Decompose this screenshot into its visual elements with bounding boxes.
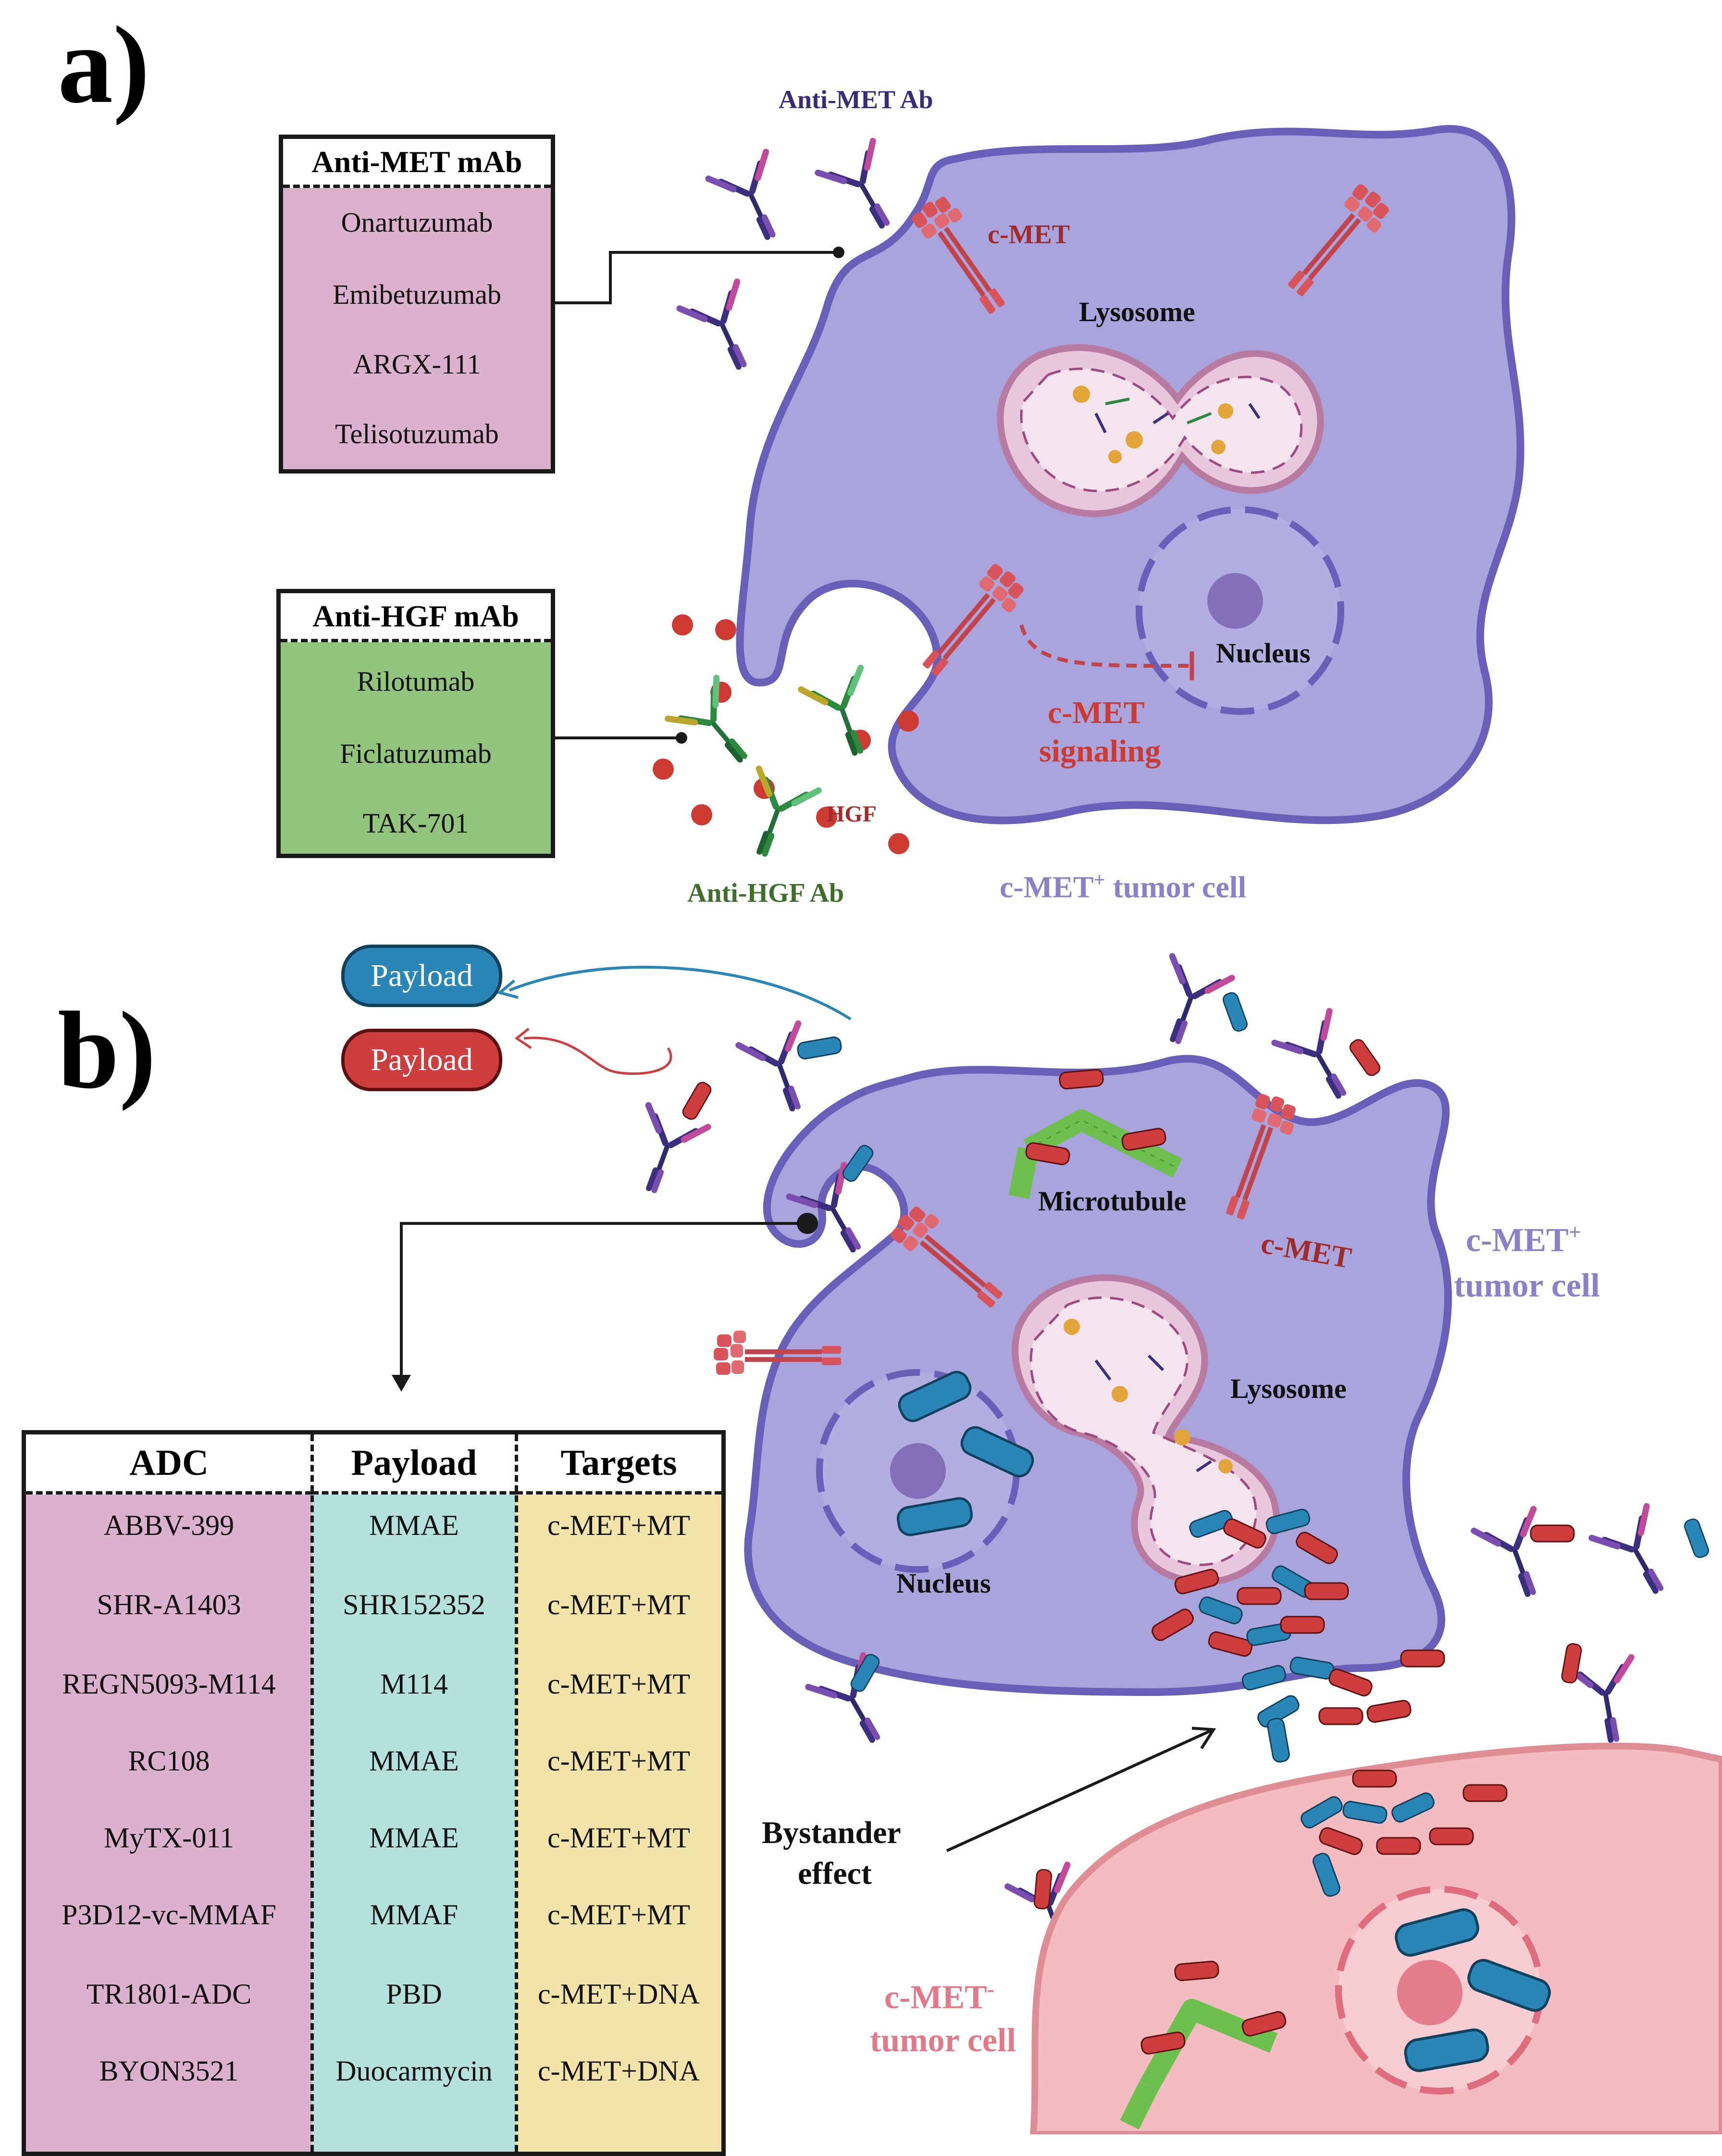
payload-blue-text: Payload: [371, 958, 473, 993]
anti-met-mab-title: Anti-MET mAb: [283, 139, 551, 188]
lysosome-b: [1012, 1274, 1280, 1585]
adc-cell: RC108: [128, 1745, 210, 1777]
table-divider-1: [310, 1434, 314, 2152]
targets-cell: c-MET+DNA: [537, 2055, 700, 2087]
payload-column: Payload MMAE SHR152352 M114 MMAE MMAE MM…: [312, 1434, 516, 2152]
anti-hgf-item-1: Rilotumab: [357, 666, 475, 697]
tumor-neg-label-line2: tumor cell: [870, 2022, 1016, 2059]
anti-hgf-mab-title: Anti-HGF mAb: [281, 593, 551, 642]
targets-cell: c-MET+DNA: [537, 1978, 700, 2010]
anti-met-item-4: Telisotuzumab: [335, 418, 499, 449]
nucleus-label-a: Nucleus: [1216, 637, 1311, 669]
bystander-label-line1: Bystander: [762, 1815, 901, 1850]
anti-hgf-item-2: Ficlatuzumab: [340, 738, 492, 769]
tumor-pos-label-line2: tumor cell: [1454, 1267, 1600, 1304]
adc-column: ADC ABBV-399 SHR-A1403 REGN5093-M114 RC1…: [26, 1434, 312, 2152]
payload-cell: PBD: [386, 1978, 442, 2010]
adc-cell: MyTX-011: [103, 1822, 235, 1854]
targets-cell: c-MET+MT: [547, 1668, 691, 1700]
anti-met-item-2: Emibetuzumab: [332, 279, 502, 310]
payload-red-text: Payload: [371, 1042, 473, 1077]
tumor-neg-label-text: c-MET: [884, 1979, 987, 2016]
anti-hgf-item-3: TAK-701: [362, 808, 469, 839]
payload-cell: MMAE: [369, 1745, 459, 1777]
nucleus-a: [1136, 506, 1344, 715]
anti-hgf-ab-label: Anti-HGF Ab: [687, 878, 844, 908]
anti-met-item-3: ARGX-111: [353, 349, 481, 380]
anti-met-item-1: Onartuzumab: [341, 207, 493, 238]
tumor-pos-label-text: c-MET: [1466, 1221, 1569, 1259]
tumor-neg-label-sup: -: [987, 1977, 995, 2001]
table-divider-2: [515, 1434, 518, 2152]
adc-cell: SHR-A1403: [97, 1589, 241, 1620]
signaling-label-line1: c-MET: [1048, 695, 1145, 730]
targets-cell: c-MET+MT: [547, 1822, 691, 1854]
lysosome-label-b: Lysosome: [1230, 1373, 1347, 1404]
tumor-cell-label-a-sup: +: [1093, 869, 1105, 891]
payload-red-pill: Payload: [341, 1029, 502, 1091]
bystander-label-line2: effect: [798, 1856, 872, 1891]
adc-cell: P3D12-vc-MMAF: [62, 1899, 276, 1931]
tumor-cell-label-a: c-MET+ tumor cell: [1000, 870, 1246, 902]
lysosome-a: [997, 344, 1324, 517]
signaling-label-line2: signaling: [1039, 734, 1161, 769]
tumor-cell-label-a-suffix: tumor cell: [1105, 870, 1247, 904]
tumor-pos-label-sup: +: [1568, 1220, 1582, 1244]
tumor-neg-label-line1: c-MET-: [884, 1978, 994, 2014]
payload-header: Payload: [312, 1434, 516, 1495]
panel-b-label: b): [58, 989, 156, 1111]
tumor-pos-label-line1: c-MET+: [1466, 1221, 1581, 1257]
anti-met-ab-label: Anti-MET Ab: [779, 85, 933, 114]
lysosome-label-a: Lysosome: [1079, 296, 1195, 327]
payload-cell: MMAE: [369, 1822, 459, 1854]
adc-cell: BYON3521: [99, 2055, 239, 2087]
adc-cell: ABBV-399: [103, 1509, 235, 1541]
nucleus-label-b: Nucleus: [896, 1568, 991, 1599]
targets-cell: c-MET+MT: [547, 1745, 691, 1777]
targets-cell: c-MET+MT: [547, 1509, 691, 1541]
panel-a-label: a): [58, 3, 150, 126]
adc-table: ADC ABBV-399 SHR-A1403 REGN5093-M114 RC1…: [22, 1430, 726, 2156]
adc-header: ADC: [26, 1434, 312, 1495]
targets-column: Targets c-MET+MT c-MET+MT c-MET+MT c-MET…: [516, 1434, 721, 2152]
anti-met-mab-box: Anti-MET mAb Onartuzumab Emibetuzumab AR…: [279, 135, 555, 474]
cmet-label-a: c-MET: [988, 220, 1070, 249]
adc-cell: TR1801-ADC: [86, 1978, 252, 2010]
tumor-cell-label-a-text: c-MET: [1000, 870, 1094, 904]
microtubule-label: Microtubule: [1038, 1185, 1187, 1217]
adc-cell: REGN5093-M114: [62, 1668, 276, 1700]
payload-cell: MMAE: [369, 1509, 459, 1541]
targets-cell: c-MET+MT: [547, 1589, 691, 1620]
payload-blue-pill: Payload: [341, 945, 502, 1007]
payload-cell: M114: [380, 1668, 448, 1700]
payload-cell: Duocarmycin: [335, 2055, 493, 2087]
targets-header: Targets: [516, 1434, 721, 1495]
anti-hgf-mab-box: Anti-HGF mAb Rilotumab Ficlatuzumab TAK-…: [276, 589, 555, 858]
hgf-label: HGF: [827, 801, 877, 827]
payload-cell: MMAF: [370, 1899, 458, 1931]
targets-cell: c-MET+MT: [547, 1899, 691, 1931]
payload-cell: SHR152352: [343, 1589, 485, 1620]
